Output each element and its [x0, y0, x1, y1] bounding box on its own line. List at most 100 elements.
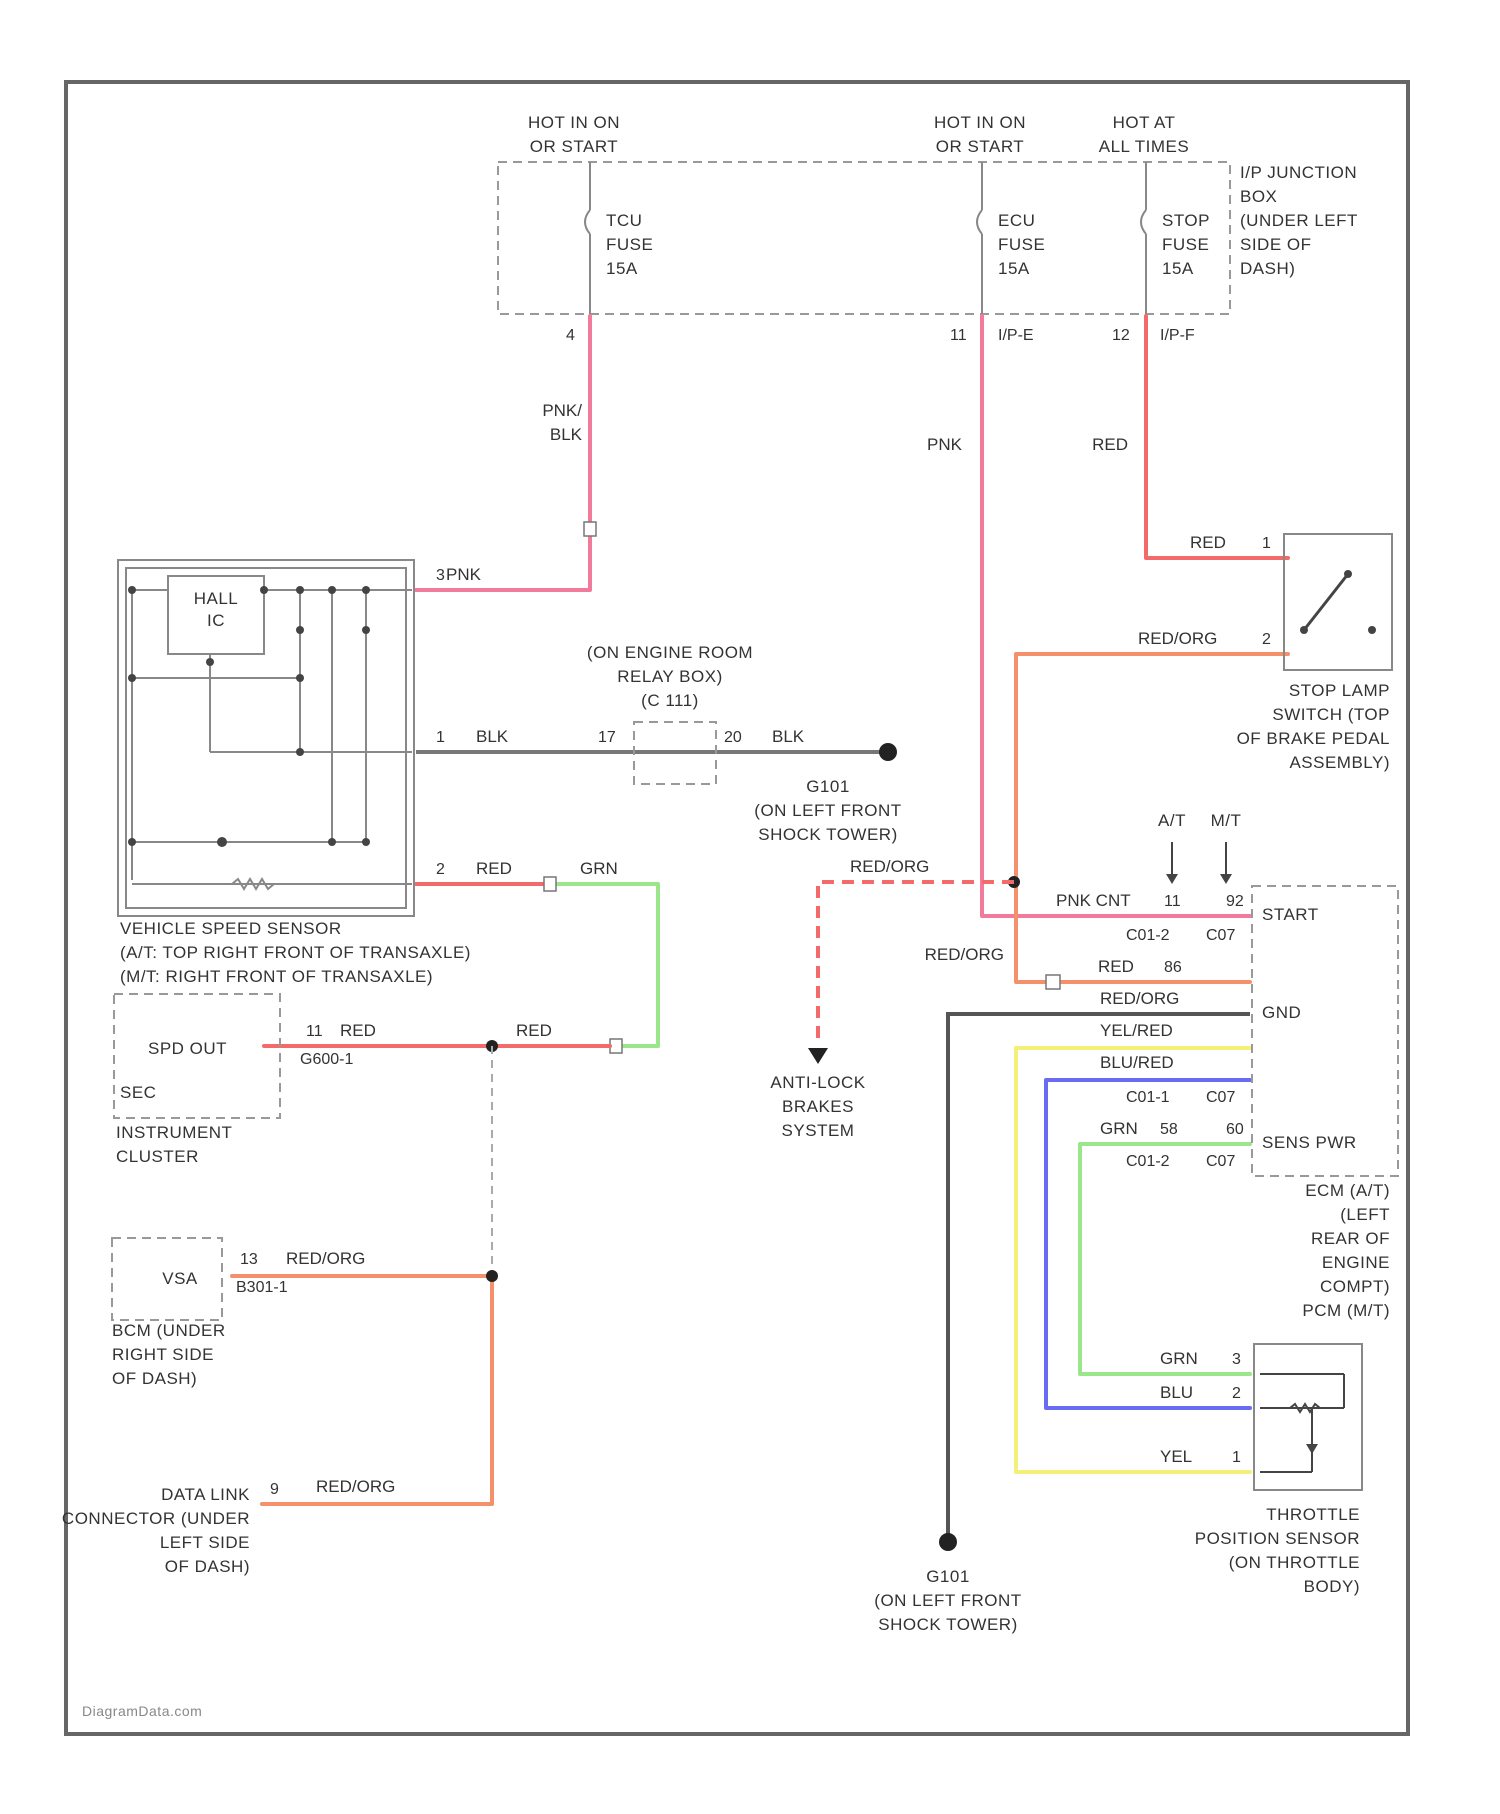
svg-text:IC: IC: [207, 611, 225, 630]
svg-text:FUSE: FUSE: [998, 235, 1045, 254]
vsa-label: BCM (UNDER RIGHT SIDE OF DASH): [112, 1321, 226, 1388]
svg-text:HOT IN ON: HOT IN ON: [934, 113, 1026, 132]
stop-fuse-icon: [1141, 210, 1146, 234]
ground-g1-icon: [939, 1533, 957, 1551]
svg-text:OR START: OR START: [530, 137, 618, 156]
svg-text:BODY): BODY): [1304, 1577, 1360, 1596]
ecm-c07b: C07: [1206, 1089, 1235, 1106]
wire-label-red-org-bcm: RED/ORG: [286, 1249, 365, 1268]
svg-text:FUSE: FUSE: [1162, 235, 1209, 254]
wire-label-red-org-dlc: RED/ORG: [316, 1477, 395, 1496]
ecu-pin: 11: [950, 327, 967, 344]
wire-red-org-abs: [818, 882, 1014, 1046]
svg-text:ECM (A/T): ECM (A/T): [1305, 1181, 1390, 1200]
wire-red-stop: [1146, 316, 1288, 558]
svg-text:SHOCK TOWER): SHOCK TOWER): [878, 1615, 1018, 1634]
watermark: DiagramData.com: [82, 1703, 202, 1719]
svg-text:OF BRAKE PEDAL: OF BRAKE PEDAL: [1237, 729, 1390, 748]
svg-text:PNK/: PNK/: [542, 401, 582, 420]
stop-switch-pin1: 1: [1262, 535, 1271, 552]
wire-grn-vss: [550, 884, 658, 1046]
wire-label-red-org-switch: RED/ORG: [1138, 629, 1217, 648]
svg-text:REAR OF: REAR OF: [1311, 1229, 1390, 1248]
wire-label-blk-2: BLK: [772, 727, 805, 746]
stop-switch-contact-icon: [1304, 574, 1348, 630]
svg-text:RIGHT SIDE: RIGHT SIDE: [112, 1345, 214, 1364]
svg-text:INSTRUMENT: INSTRUMENT: [116, 1123, 232, 1142]
tps-internal: [1260, 1374, 1344, 1472]
svg-text:POSITION SENSOR: POSITION SENSOR: [1195, 1529, 1360, 1548]
ecm-c07c: C07: [1206, 1153, 1235, 1170]
svg-text:15A: 15A: [998, 259, 1030, 278]
dlc-pin: 9: [270, 1481, 279, 1498]
ecu-fuse-icon: [977, 210, 982, 234]
ecm-pin-86: 86: [1164, 959, 1182, 976]
svg-text:G101: G101: [806, 777, 850, 796]
svg-text:BCM (UNDER: BCM (UNDER: [112, 1321, 226, 1340]
vss-pin3: 3: [436, 567, 445, 584]
svg-text:HOT AT: HOT AT: [1113, 113, 1176, 132]
abs-arrow-icon: [808, 1048, 828, 1064]
hot-tcu-label: HOT IN ON OR START: [528, 113, 620, 156]
abs-label: ANTI-LOCK BRAKES SYSTEM: [770, 1073, 865, 1140]
wire-label-wht-red: RED/ORG: [1100, 989, 1179, 1008]
stop-switch-node-b: [1344, 570, 1352, 578]
relay-pin-in: 17: [598, 729, 616, 746]
wire-label-pnk-ecu: PNK: [927, 435, 963, 454]
svg-text:(M/T: RIGHT FRONT OF TRANSAXLE: (M/T: RIGHT FRONT OF TRANSAXLE): [120, 967, 433, 986]
svg-text:(C 111): (C 111): [641, 691, 699, 710]
vsa-name: VSA: [162, 1269, 198, 1288]
stop-switch-box: [1284, 534, 1392, 670]
tps-pin2: 2: [1232, 1385, 1241, 1402]
svg-text:(ON LEFT FRONT: (ON LEFT FRONT: [874, 1591, 1021, 1610]
vsa-pin: 13: [240, 1251, 258, 1268]
junction-box-label: I/P JUNCTION BOX (UNDER LEFT SIDE OF DAS…: [1240, 163, 1358, 278]
ground-g2-icon: [879, 743, 897, 761]
svg-text:SYSTEM: SYSTEM: [782, 1121, 855, 1140]
vss-label: VEHICLE SPEED SENSOR (A/T: TOP RIGHT FRO…: [120, 919, 471, 986]
at-arrow-icon: [1166, 874, 1178, 884]
svg-text:ANTI-LOCK: ANTI-LOCK: [770, 1073, 865, 1092]
svg-text:SHOCK TOWER): SHOCK TOWER): [758, 825, 898, 844]
wire-red-org-bcm: [232, 1276, 492, 1504]
svg-text:(LEFT: (LEFT: [1340, 1205, 1390, 1224]
svg-text:SWITCH (TOP: SWITCH (TOP: [1272, 705, 1390, 724]
ecm-c07: C07: [1206, 927, 1235, 944]
wire-label-red-cluster-2: RED: [340, 1021, 376, 1040]
wire-label-red-cluster: RED: [516, 1021, 552, 1040]
svg-text:ECU: ECU: [998, 211, 1035, 230]
svg-text:(UNDER LEFT: (UNDER LEFT: [1240, 211, 1358, 230]
cluster-spd-out: SPD OUT: [148, 1039, 227, 1058]
ecm-pin-60: 60: [1226, 1121, 1244, 1138]
ecm-gnd-label: GND: [1262, 1003, 1301, 1022]
svg-text:FUSE: FUSE: [606, 235, 653, 254]
wire-label-grn-ecm: GRN: [1100, 1119, 1138, 1138]
wire-gnd-ecm: [948, 1014, 1250, 1542]
svg-text:(A/T: TOP RIGHT FRONT OF TRANS: (A/T: TOP RIGHT FRONT OF TRANSAXLE): [120, 943, 471, 962]
vss-box: [118, 560, 414, 916]
svg-text:OF DASH): OF DASH): [165, 1557, 250, 1576]
svg-text:COMPT): COMPT): [1320, 1277, 1390, 1296]
stop-conn: I/P-F: [1160, 327, 1195, 344]
svg-text:(ON LEFT FRONT: (ON LEFT FRONT: [754, 801, 901, 820]
svg-text:VEHICLE SPEED SENSOR: VEHICLE SPEED SENSOR: [120, 919, 342, 938]
wire-label-blu: BLU: [1160, 1383, 1193, 1402]
stop-switch-node-a: [1300, 626, 1308, 634]
wire-label-yel: YEL: [1160, 1447, 1192, 1466]
at-label: A/T: [1158, 811, 1186, 830]
ecu-conn: I/P-E: [998, 327, 1034, 344]
tps-pin1: 1: [1232, 1449, 1241, 1466]
ecm-start-label: START: [1262, 905, 1319, 924]
vss-pin2: 2: [436, 861, 445, 878]
ecm-label: ECM (A/T) (LEFT REAR OF ENGINE COMPT) PC…: [1302, 1181, 1390, 1320]
cluster-label: INSTRUMENT CLUSTER: [116, 1123, 232, 1166]
splice-bcm: [486, 1270, 498, 1282]
svg-text:I/P JUNCTION: I/P JUNCTION: [1240, 163, 1357, 182]
ecu-fuse-label: ECU FUSE 15A: [998, 211, 1045, 278]
svg-text:HOT IN ON: HOT IN ON: [528, 113, 620, 132]
svg-text:OF DASH): OF DASH): [112, 1369, 197, 1388]
svg-text:LEFT SIDE: LEFT SIDE: [160, 1533, 250, 1552]
svg-text:STOP: STOP: [1162, 211, 1210, 230]
stop-switch-node-c: [1368, 626, 1376, 634]
